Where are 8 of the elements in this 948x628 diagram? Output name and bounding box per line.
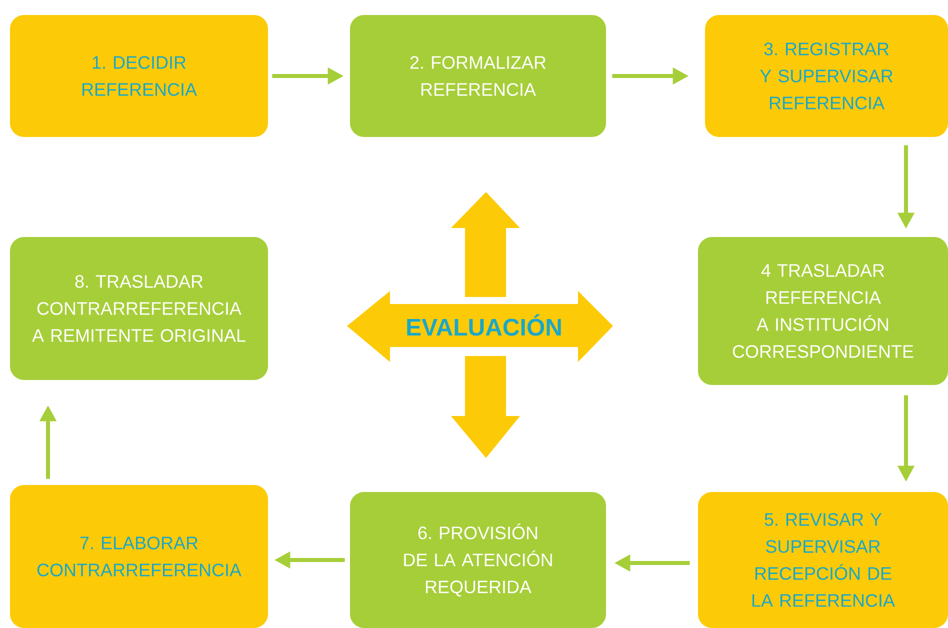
- process-box: 4 TRASLADAR REFERENCIA A INSTITUCIÓN CORRESPONDIENTE: [698, 237, 948, 385]
- process-box: 2. FORMALIZAR REFERENCIA: [350, 15, 606, 137]
- process-box: 6. PROVISIÓN DE LA ATENCIÓN REQUERIDA: [350, 492, 606, 628]
- process-box: 1. DECIDIR REFERENCIA: [10, 15, 268, 137]
- process-box: 5. REVISAR Y SUPERVISAR RECEPCIÓN DE LA REFERENCIA: [698, 492, 948, 628]
- process-box: 7. ELABORAR CONTRARREFERENCIA: [10, 485, 268, 628]
- process-box: 3. REGISTRAR Y SUPERVISAR REFERENCIA: [705, 15, 948, 137]
- process-box: 8. TRASLADAR CONTRARREFERENCIA A REMITENTE ORIGINAL: [10, 237, 268, 380]
